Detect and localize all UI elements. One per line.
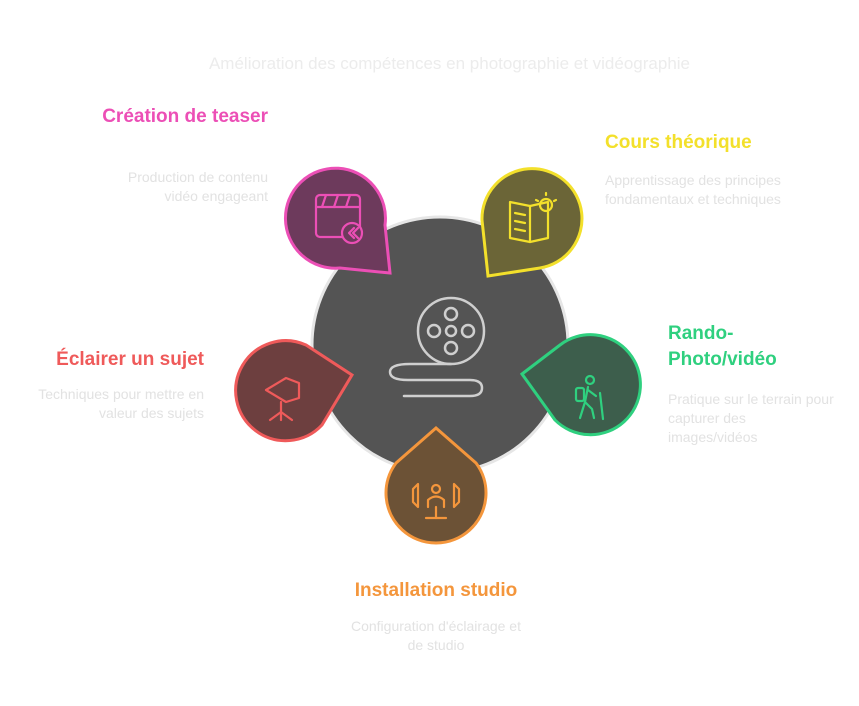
studio-label: Installation studio (354, 580, 518, 601)
teaser-node[interactable] (283, 166, 392, 275)
hiking-description: Pratique sur le terrain pour capturer de… (668, 391, 834, 445)
hiker-icon (574, 374, 605, 421)
studio-light-icon (264, 376, 301, 422)
book-lightbulb-icon (508, 191, 558, 244)
page-title: Amélioration des compétences en photogra… (208, 54, 691, 73)
studio-setup-icon (411, 482, 461, 520)
lighting-description: Techniques pour mettre en valeur des suj… (38, 386, 204, 421)
film-reel-icon (388, 296, 486, 398)
hiking-node[interactable] (519, 333, 642, 437)
lighting-node[interactable] (234, 339, 355, 443)
hiking-label: Rando-Photo/vidéo (668, 323, 777, 370)
teaser-label: Création de teaser (102, 106, 268, 127)
clapperboard-icon (314, 193, 364, 245)
teaser-description: Production de contenu vidéo engageant (127, 169, 268, 204)
lighting-label: Éclairer un sujet (56, 349, 204, 370)
theory-description: Apprentissage des principes fondamentaux… (605, 172, 781, 207)
theory-node[interactable] (480, 167, 584, 278)
theory-label: Cours théorique (605, 132, 752, 153)
studio-description: Configuration d'éclairage et de studio (350, 618, 521, 653)
